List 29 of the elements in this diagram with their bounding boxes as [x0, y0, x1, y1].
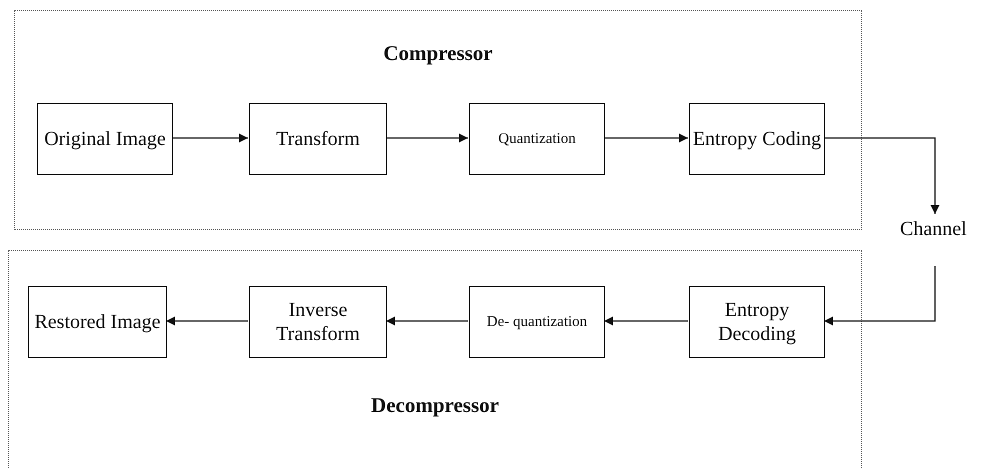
arrow	[166, 316, 248, 326]
process-box	[469, 286, 605, 358]
process-box	[249, 103, 387, 175]
group-title: Compressor	[382, 41, 494, 66]
box-label: Inverse Transform	[275, 298, 361, 346]
process-box	[28, 286, 167, 358]
box-label: De- quantization	[486, 313, 588, 331]
group-frame	[8, 250, 862, 468]
process-box	[249, 286, 387, 358]
process-box	[689, 103, 825, 175]
arrow	[604, 316, 688, 326]
box-label: Quantization	[498, 130, 576, 148]
arrow	[824, 266, 936, 326]
group-frame	[14, 10, 862, 230]
process-box	[37, 103, 173, 175]
box-label: Original Image	[44, 127, 166, 151]
box-label: Restored Image	[34, 310, 161, 334]
channel-label: Channel	[900, 218, 967, 240]
process-box	[689, 286, 825, 358]
arrow	[386, 316, 468, 326]
process-box	[469, 103, 605, 175]
arrow	[604, 134, 688, 142]
arrow	[386, 134, 468, 142]
box-label: Transform	[276, 127, 360, 151]
box-label: Entropy Decoding	[717, 298, 797, 346]
arrow	[172, 134, 248, 142]
box-label: Entropy Coding	[692, 127, 822, 151]
group-title: Decompressor	[370, 393, 500, 418]
arrow	[824, 137, 940, 214]
